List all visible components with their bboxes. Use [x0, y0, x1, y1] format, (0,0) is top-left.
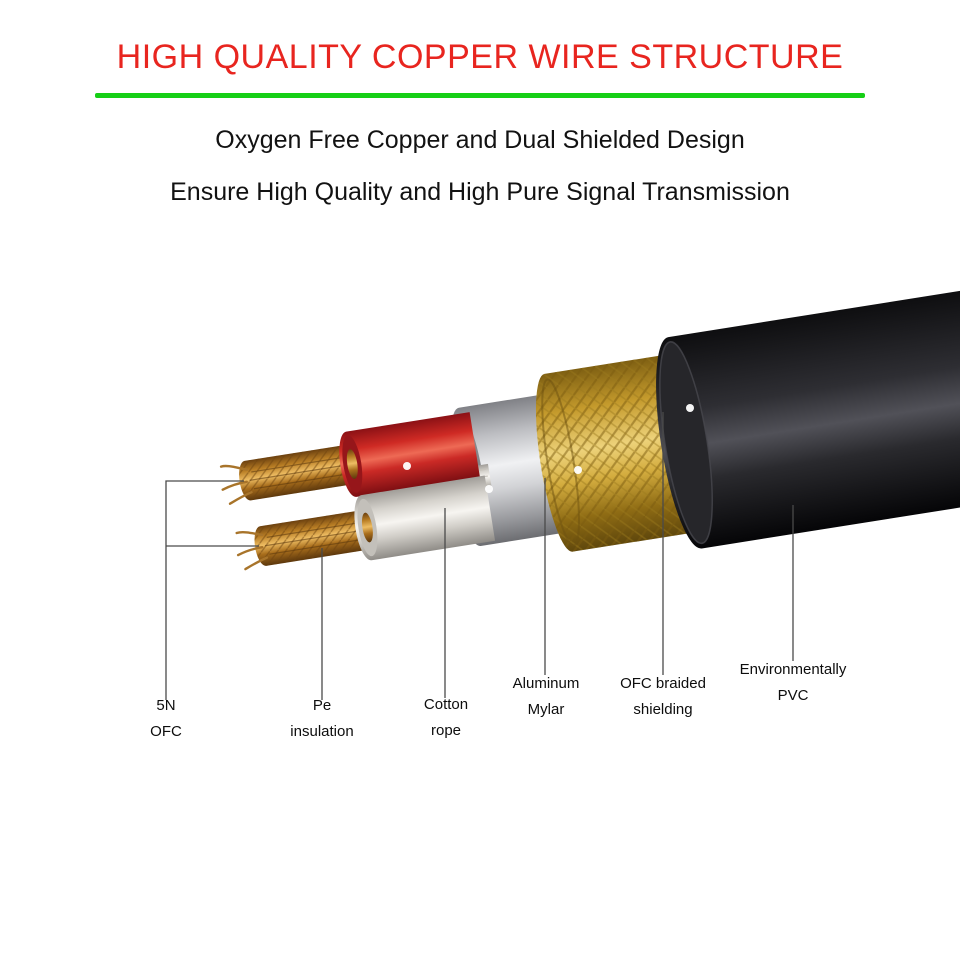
- label-aluminum-mylar: Aluminum Mylar: [513, 671, 580, 723]
- label-ofc-braided-line1: OFC braided: [620, 675, 706, 692]
- label-5n-ofc-line2: OFC: [150, 723, 182, 740]
- leader-5n-ofc: [165, 480, 259, 700]
- white-insulated-wire: [354, 475, 496, 561]
- label-cotton-rope-line2: rope: [430, 722, 462, 739]
- label-cotton-rope: Cotton rope: [424, 692, 468, 744]
- label-pe-insulation: Pe insulation: [290, 693, 353, 745]
- leader-lines: [165, 412, 794, 700]
- copper-bundle-upper: [219, 442, 368, 505]
- label-pe-insulation-line1: Pe: [312, 697, 332, 714]
- label-aluminum-mylar-line2: Mylar: [527, 701, 565, 718]
- label-environmentally-pvc: Environmentally PVC: [740, 657, 847, 709]
- label-environmentally-pvc-line2: PVC: [777, 687, 809, 704]
- page-title: HIGH QUALITY COPPER WIRE STRUCTURE: [116, 38, 844, 76]
- copper-bundle-lower: [235, 507, 383, 571]
- label-ofc-braided-shielding: OFC braided shielding: [620, 671, 706, 723]
- label-aluminum-mylar-line1: Aluminum: [512, 675, 580, 692]
- label-environmentally-pvc-line1: Environmentally: [739, 661, 847, 678]
- subtitle-line-2: Ensure High Quality and High Pure Signal…: [170, 178, 790, 206]
- label-cotton-rope-line1: Cotton: [423, 696, 469, 713]
- label-5n-ofc-line1: 5N: [156, 697, 176, 714]
- pvc-jacket-layer: [656, 269, 960, 549]
- subtitle-line-1: Oxygen Free Copper and Dual Shielded Des…: [215, 126, 745, 154]
- label-ofc-braided-line2: shielding: [633, 701, 693, 718]
- highlight-dots: [403, 404, 694, 493]
- green-divider: [95, 93, 865, 98]
- label-pe-insulation-line2: insulation: [290, 723, 354, 740]
- label-5n-ofc: 5N OFC: [150, 693, 182, 745]
- red-insulated-wire: [339, 412, 480, 497]
